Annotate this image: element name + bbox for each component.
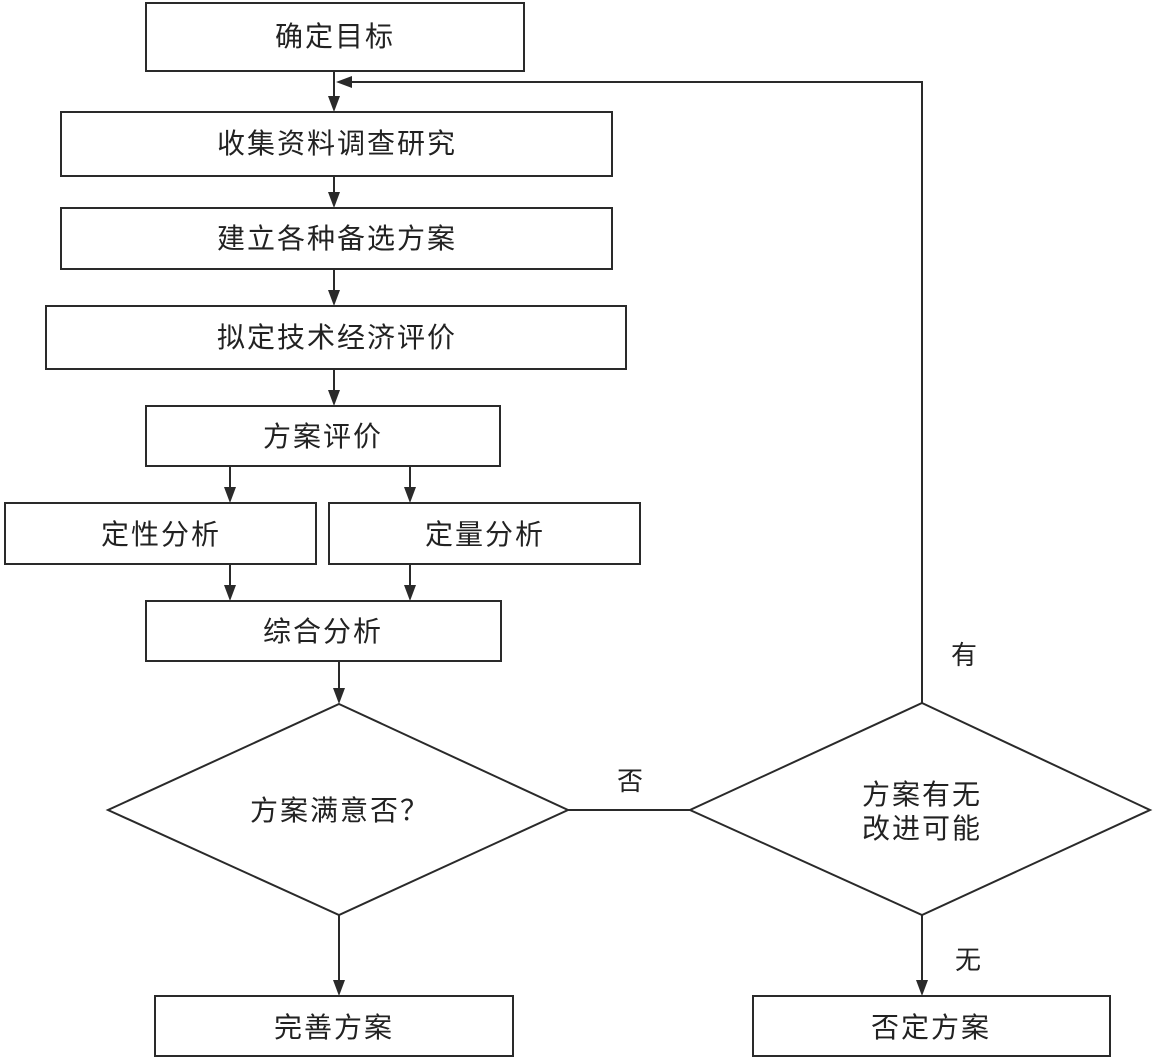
arrow-head-satisfied bbox=[333, 688, 345, 704]
build-alternatives-box bbox=[60, 207, 613, 270]
collect-data-label: 收集资料调查研究 bbox=[217, 127, 457, 160]
reject-plan-box bbox=[752, 995, 1111, 1057]
node-comprehensive-analysis: 综合分析 bbox=[145, 600, 502, 662]
node-define-goal: 确定目标 bbox=[145, 2, 525, 72]
plan-satisfied-diamond bbox=[105, 702, 571, 917]
arrow-head-plan bbox=[328, 390, 340, 406]
arrow-head-loop-back bbox=[336, 76, 352, 88]
collect-data-box bbox=[60, 111, 613, 177]
edge-label-no-satisfied: 否 bbox=[617, 767, 643, 797]
edge-label-no-improvement: 无 bbox=[955, 946, 981, 976]
build-alternatives-label: 建立各种备选方案 bbox=[217, 222, 457, 255]
node-reject-plan: 否定方案 bbox=[752, 995, 1111, 1057]
draft-evaluation-box bbox=[45, 305, 627, 370]
improvable-label-line1: 方案有无 bbox=[862, 778, 982, 811]
arrow-head-reject bbox=[916, 980, 928, 996]
quantitative-analysis-label: 定量分析 bbox=[425, 518, 545, 551]
comprehensive-analysis-label: 综合分析 bbox=[263, 615, 383, 648]
node-qualitative-analysis: 定性分析 bbox=[4, 502, 317, 565]
edge-labels: 否 有 无 bbox=[617, 641, 981, 976]
arrow-head-collect bbox=[328, 96, 340, 112]
quantitative-analysis-box bbox=[328, 502, 641, 565]
arrow-head-qualitative bbox=[224, 487, 236, 503]
node-build-alternatives: 建立各种备选方案 bbox=[60, 207, 613, 270]
plan-evaluation-label: 方案评价 bbox=[263, 420, 383, 453]
arrow-head-perfect bbox=[333, 980, 345, 996]
node-collect-data: 收集资料调查研究 bbox=[60, 111, 613, 177]
define-goal-box bbox=[145, 2, 525, 72]
qualitative-analysis-box bbox=[4, 502, 317, 565]
node-quantitative-analysis: 定量分析 bbox=[328, 502, 641, 565]
node-plan-evaluation: 方案评价 bbox=[145, 405, 501, 467]
arrow-head-comprehensive-right bbox=[404, 585, 416, 601]
qualitative-analysis-label: 定性分析 bbox=[101, 518, 221, 551]
perfect-plan-box bbox=[154, 995, 514, 1057]
node-perfect-plan: 完善方案 bbox=[154, 995, 514, 1057]
draft-evaluation-label: 拟定技术经济评价 bbox=[217, 321, 457, 354]
node-draft-evaluation: 拟定技术经济评价 bbox=[45, 305, 627, 370]
arrow-head-quantitative bbox=[404, 487, 416, 503]
improvable-label-line2: 改进可能 bbox=[862, 812, 982, 845]
plan-evaluation-box bbox=[145, 405, 501, 467]
define-goal-label: 确定目标 bbox=[275, 20, 395, 53]
node-plan-satisfied-decision: 方案满意否？ bbox=[105, 702, 571, 917]
arrow-heads bbox=[224, 76, 928, 996]
reject-plan-label: 否定方案 bbox=[871, 1011, 991, 1044]
node-improvable-decision: 方案有无 改进可能 bbox=[687, 701, 1153, 917]
arrow-head-comprehensive-left bbox=[224, 585, 236, 601]
perfect-plan-label: 完善方案 bbox=[274, 1011, 394, 1044]
edge-improvable-loop-back bbox=[350, 81, 923, 703]
arrow-head-draft bbox=[328, 290, 340, 306]
comprehensive-analysis-box bbox=[145, 600, 502, 662]
plan-satisfied-label: 方案满意否？ bbox=[250, 794, 430, 827]
improvable-diamond bbox=[687, 701, 1153, 917]
edges bbox=[229, 71, 923, 982]
edge-label-has-improvement: 有 bbox=[951, 641, 977, 671]
arrow-head-build bbox=[328, 192, 340, 208]
